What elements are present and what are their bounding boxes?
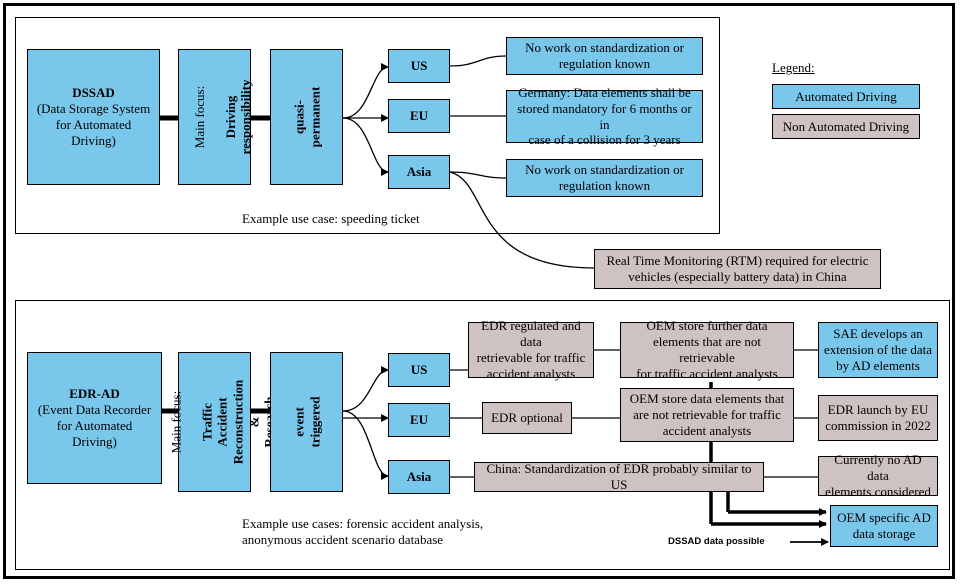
edr-no-ad: Currently no AD data elements considered bbox=[818, 452, 938, 499]
dssad-focus-text: Main focus: Driving responsibility bbox=[176, 80, 254, 155]
edr-focus-text: Main focus: Traffic Accident Reconstruct… bbox=[152, 380, 277, 465]
edr-focus-box: Main focus: Traffic Accident Reconstruct… bbox=[168, 352, 276, 492]
dssad-title: DSSAD bbox=[72, 85, 115, 101]
dssad-mode-text: quasi-permanent bbox=[290, 86, 322, 148]
edr-china: China: Standardization of EDR probably s… bbox=[474, 461, 764, 492]
legend-automated: Automated Driving bbox=[772, 84, 920, 109]
dssad-focus-prefix: Main focus: bbox=[191, 85, 207, 149]
edr-region-us: US bbox=[388, 353, 450, 387]
edr-sae: SAE develops an extension of the data by… bbox=[818, 322, 938, 378]
dssad-subtitle: (Data Storage System for Automated Drivi… bbox=[36, 101, 151, 148]
dssad-region-asia: Asia bbox=[388, 155, 450, 189]
edr-us-regulated: EDR regulated and data retrievable for t… bbox=[468, 318, 594, 381]
edr-subtitle: (Event Data Recorder for Automated Drivi… bbox=[37, 402, 152, 449]
edr-oem-specific: OEM specific AD data storage bbox=[830, 505, 938, 547]
edr-eu-optional: EDR optional bbox=[482, 402, 572, 434]
dssad-eu-note: Germany: Data elements shall be stored m… bbox=[506, 85, 703, 147]
dssad-use-case: Example use case: speeding ticket bbox=[242, 211, 420, 226]
dssad-us-note: No work on standardization or regulation… bbox=[506, 37, 703, 75]
dssad-panel bbox=[15, 17, 720, 234]
edr-focus-main: Traffic Accident Reconstruction & Resear… bbox=[198, 379, 277, 465]
edr-region-asia: Asia bbox=[388, 460, 450, 494]
edr-region-eu: EU bbox=[388, 403, 450, 437]
edr-box: EDR-AD (Event Data Recorder for Automate… bbox=[27, 352, 162, 484]
legend-non-automated: Non Automated Driving bbox=[772, 114, 920, 139]
edr-mode-text: event triggered bbox=[290, 396, 322, 448]
rtm-note: Real Time Monitoring (RTM) required for … bbox=[594, 249, 881, 289]
edr-panel bbox=[15, 300, 950, 570]
dssad-asia-note: No work on standardization or regulation… bbox=[506, 159, 703, 197]
edr-oem-store: OEM store data elements that are not ret… bbox=[620, 388, 794, 442]
edr-mode-box: event triggered bbox=[270, 352, 343, 492]
outer-frame bbox=[3, 3, 955, 579]
dssad-mode-box: quasi-permanent bbox=[270, 49, 343, 185]
dssad-focus-box: Main focus: Driving responsibility bbox=[176, 49, 254, 185]
dssad-region-us: US bbox=[388, 49, 450, 83]
dssad-possible-label: DSSAD data possible bbox=[668, 536, 765, 547]
edr-eu-launch: EDR launch by EU commission in 2022 bbox=[818, 395, 938, 441]
dssad-box: DSSAD (Data Storage System for Automated… bbox=[27, 49, 160, 185]
dssad-focus-main: Driving responsibility bbox=[222, 79, 253, 155]
legend-title: Legend: bbox=[772, 60, 815, 75]
edr-focus-prefix: Main focus: bbox=[167, 390, 183, 454]
edr-oem-further: OEM store further data elements that are… bbox=[620, 318, 794, 381]
dssad-region-eu: EU bbox=[388, 99, 450, 133]
edr-use-cases: Example use cases: forensic accident ana… bbox=[242, 516, 484, 548]
edr-title: EDR-AD bbox=[69, 386, 120, 402]
